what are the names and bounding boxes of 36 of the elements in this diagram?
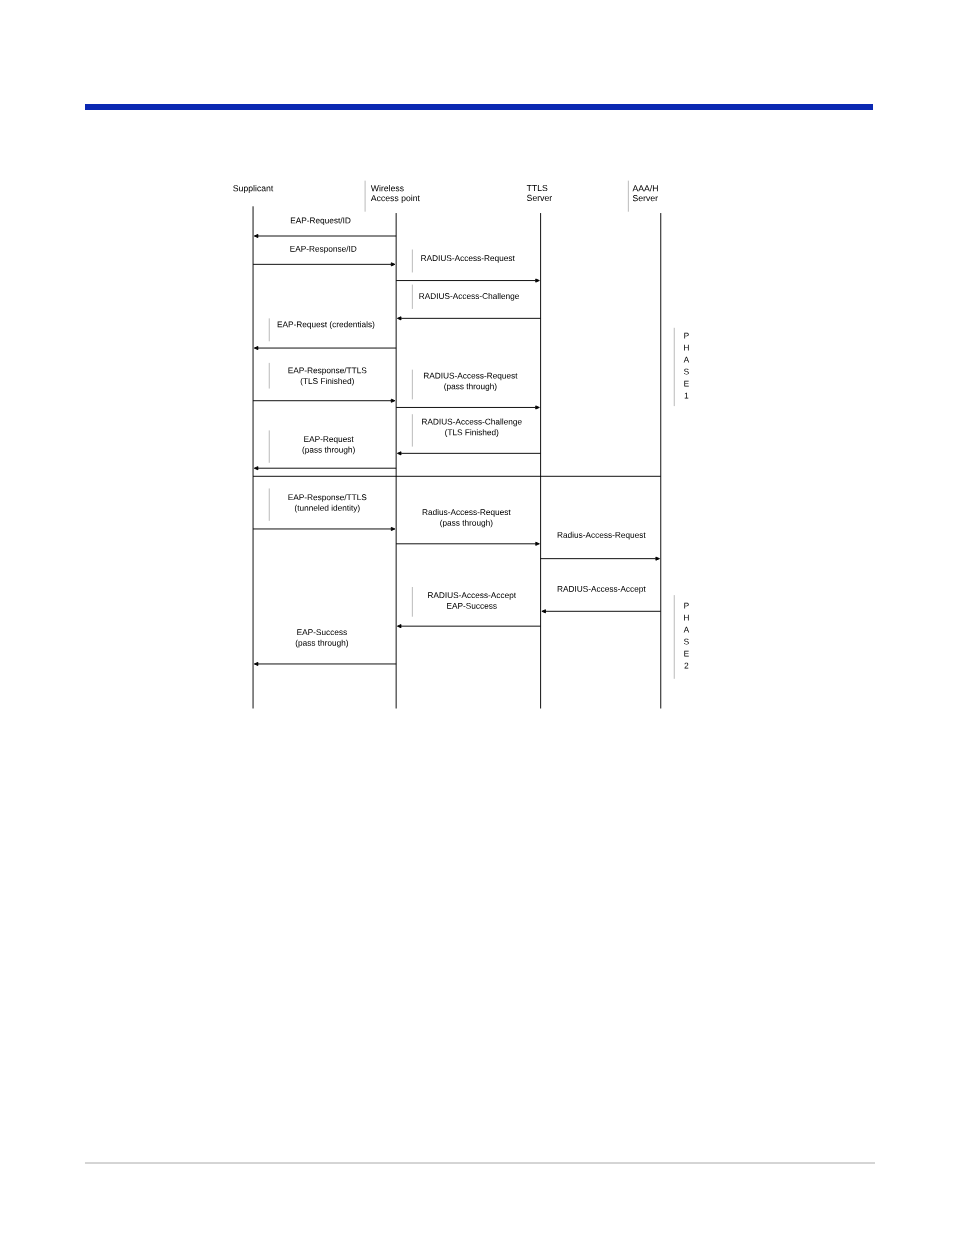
message-label: RADIUS-Access-Accept EAP-Success bbox=[411, 586, 516, 618]
message-arrow bbox=[396, 624, 542, 629]
message-label: Radius-Access-Request (pass through) bbox=[422, 509, 511, 528]
message-label: EAP-Request/ID bbox=[290, 217, 351, 225]
phase-label: P H A S E 2 bbox=[673, 594, 690, 680]
message-arrow bbox=[541, 609, 662, 614]
message-arrow bbox=[253, 661, 397, 666]
message-label: EAP-Request (pass through) bbox=[268, 430, 355, 464]
message-label: RADIUS-Access-Accept bbox=[557, 585, 646, 594]
message-label: RADIUS-Access-Challenge (TLS Finished) bbox=[411, 413, 522, 447]
participant-label: TTLS Server bbox=[526, 185, 552, 201]
message-arrow bbox=[252, 398, 396, 403]
message-arrow bbox=[395, 405, 540, 410]
message-arrow bbox=[395, 278, 540, 283]
message-arrow bbox=[252, 262, 396, 267]
phase-label: P H A S E 1 bbox=[673, 327, 690, 407]
message-label: RADIUS-Access-Request (pass through) bbox=[411, 369, 518, 400]
message-label: EAP-Response/ID bbox=[290, 245, 357, 254]
message-label: EAP-Response/TTLS (tunneled identity) bbox=[268, 488, 367, 522]
message-arrow bbox=[253, 466, 397, 471]
message-label: RADIUS-Access-Request bbox=[411, 249, 515, 273]
message-arrow bbox=[253, 233, 397, 239]
message-label: EAP-Response/TTLS (TLS Finished) bbox=[268, 362, 367, 389]
message-label: RADIUS-Access-Challenge bbox=[411, 284, 519, 310]
message-arrow bbox=[396, 451, 542, 456]
message-label: EAP-Request (credentials) bbox=[268, 317, 375, 342]
participant-label: Wireless Access point bbox=[364, 180, 420, 213]
message-label: EAP-Success (pass through) bbox=[295, 629, 348, 648]
participant-label: AAA/H Server bbox=[627, 180, 658, 213]
message-arrow bbox=[253, 346, 397, 351]
message-arrow bbox=[252, 526, 396, 531]
message-arrow bbox=[396, 316, 542, 321]
message-arrow bbox=[395, 541, 540, 546]
message-label: Radius-Access-Request bbox=[557, 531, 646, 540]
message-arrow bbox=[540, 556, 660, 561]
participant-label: Supplicant bbox=[233, 185, 274, 194]
